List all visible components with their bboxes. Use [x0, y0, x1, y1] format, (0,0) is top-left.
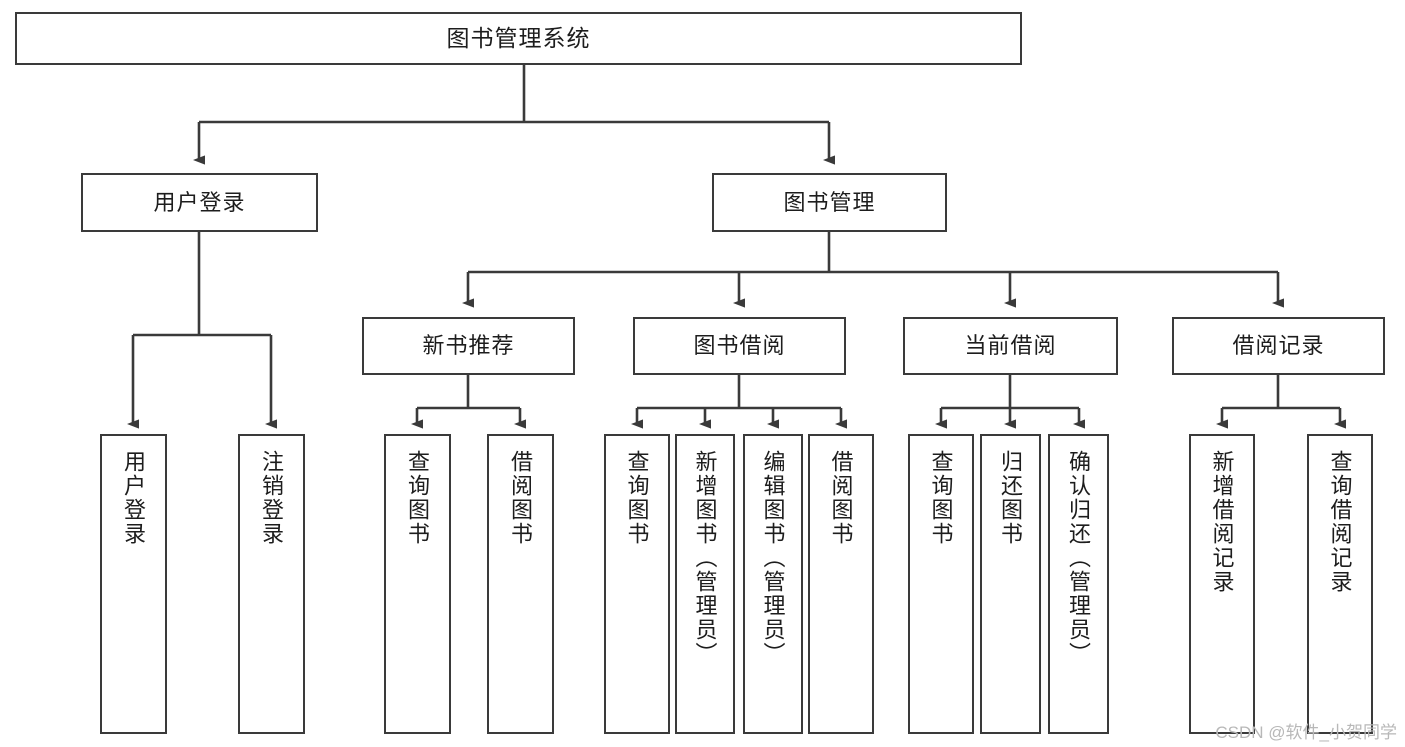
- leaf-logout-label: 注销登录: [259, 450, 285, 546]
- leaf-edit-book-admin-label: 编辑图书（管理员）: [760, 450, 786, 666]
- leaf-add-borrow-record-label: 新增借阅记录: [1209, 450, 1235, 594]
- leaf-new-book-query-label: 查询图书: [405, 450, 431, 546]
- leaf-new-book-borrow[interactable]: 借阅图书: [487, 434, 554, 734]
- leaf-logout[interactable]: 注销登录: [238, 434, 305, 734]
- node-borrow-record-label: 借阅记录: [1232, 333, 1325, 359]
- leaf-borrow-query-book-label: 查询图书: [624, 450, 650, 546]
- leaf-new-book-query[interactable]: 查询图书: [384, 434, 451, 734]
- leaf-add-borrow-record[interactable]: 新增借阅记录: [1189, 434, 1255, 734]
- leaf-query-borrow-record-label: 查询借阅记录: [1327, 450, 1353, 594]
- node-current-borrow-label: 当前借阅: [964, 333, 1057, 359]
- leaf-add-book-admin-label: 新增图书（管理员）: [692, 450, 718, 666]
- leaf-borrow-query-book[interactable]: 查询图书: [604, 434, 670, 734]
- node-root-label: 图书管理系统: [446, 25, 591, 52]
- node-book-management-label: 图书管理: [783, 189, 876, 215]
- leaf-new-book-borrow-label: 借阅图书: [508, 450, 534, 546]
- node-book-management[interactable]: 图书管理: [712, 173, 947, 232]
- leaf-return-book-label: 归还图书: [998, 450, 1024, 546]
- leaf-current-query-book-label: 查询图书: [928, 450, 954, 546]
- node-new-book-recommend-label: 新书推荐: [422, 333, 515, 359]
- leaf-add-book-admin[interactable]: 新增图书（管理员）: [675, 434, 735, 734]
- node-current-borrow[interactable]: 当前借阅: [903, 317, 1118, 375]
- node-new-book-recommend[interactable]: 新书推荐: [362, 317, 575, 375]
- node-root[interactable]: 图书管理系统: [15, 12, 1022, 65]
- node-user-login[interactable]: 用户登录: [81, 173, 318, 232]
- node-book-borrow[interactable]: 图书借阅: [633, 317, 846, 375]
- leaf-current-query-book[interactable]: 查询图书: [908, 434, 974, 734]
- leaf-query-borrow-record[interactable]: 查询借阅记录: [1307, 434, 1373, 734]
- leaf-confirm-return-admin[interactable]: 确认归还（管理员）: [1048, 434, 1109, 734]
- leaf-confirm-return-admin-label: 确认归还（管理员）: [1066, 450, 1092, 666]
- node-user-login-label: 用户登录: [153, 189, 246, 215]
- node-book-borrow-label: 图书借阅: [693, 333, 786, 359]
- leaf-user-login-label: 用户登录: [121, 450, 147, 546]
- leaf-borrow-book-label: 借阅图书: [828, 450, 854, 546]
- leaf-return-book[interactable]: 归还图书: [980, 434, 1041, 734]
- leaf-edit-book-admin[interactable]: 编辑图书（管理员）: [743, 434, 803, 734]
- leaf-user-login[interactable]: 用户登录: [100, 434, 167, 734]
- node-borrow-record[interactable]: 借阅记录: [1172, 317, 1385, 375]
- leaf-borrow-book[interactable]: 借阅图书: [808, 434, 874, 734]
